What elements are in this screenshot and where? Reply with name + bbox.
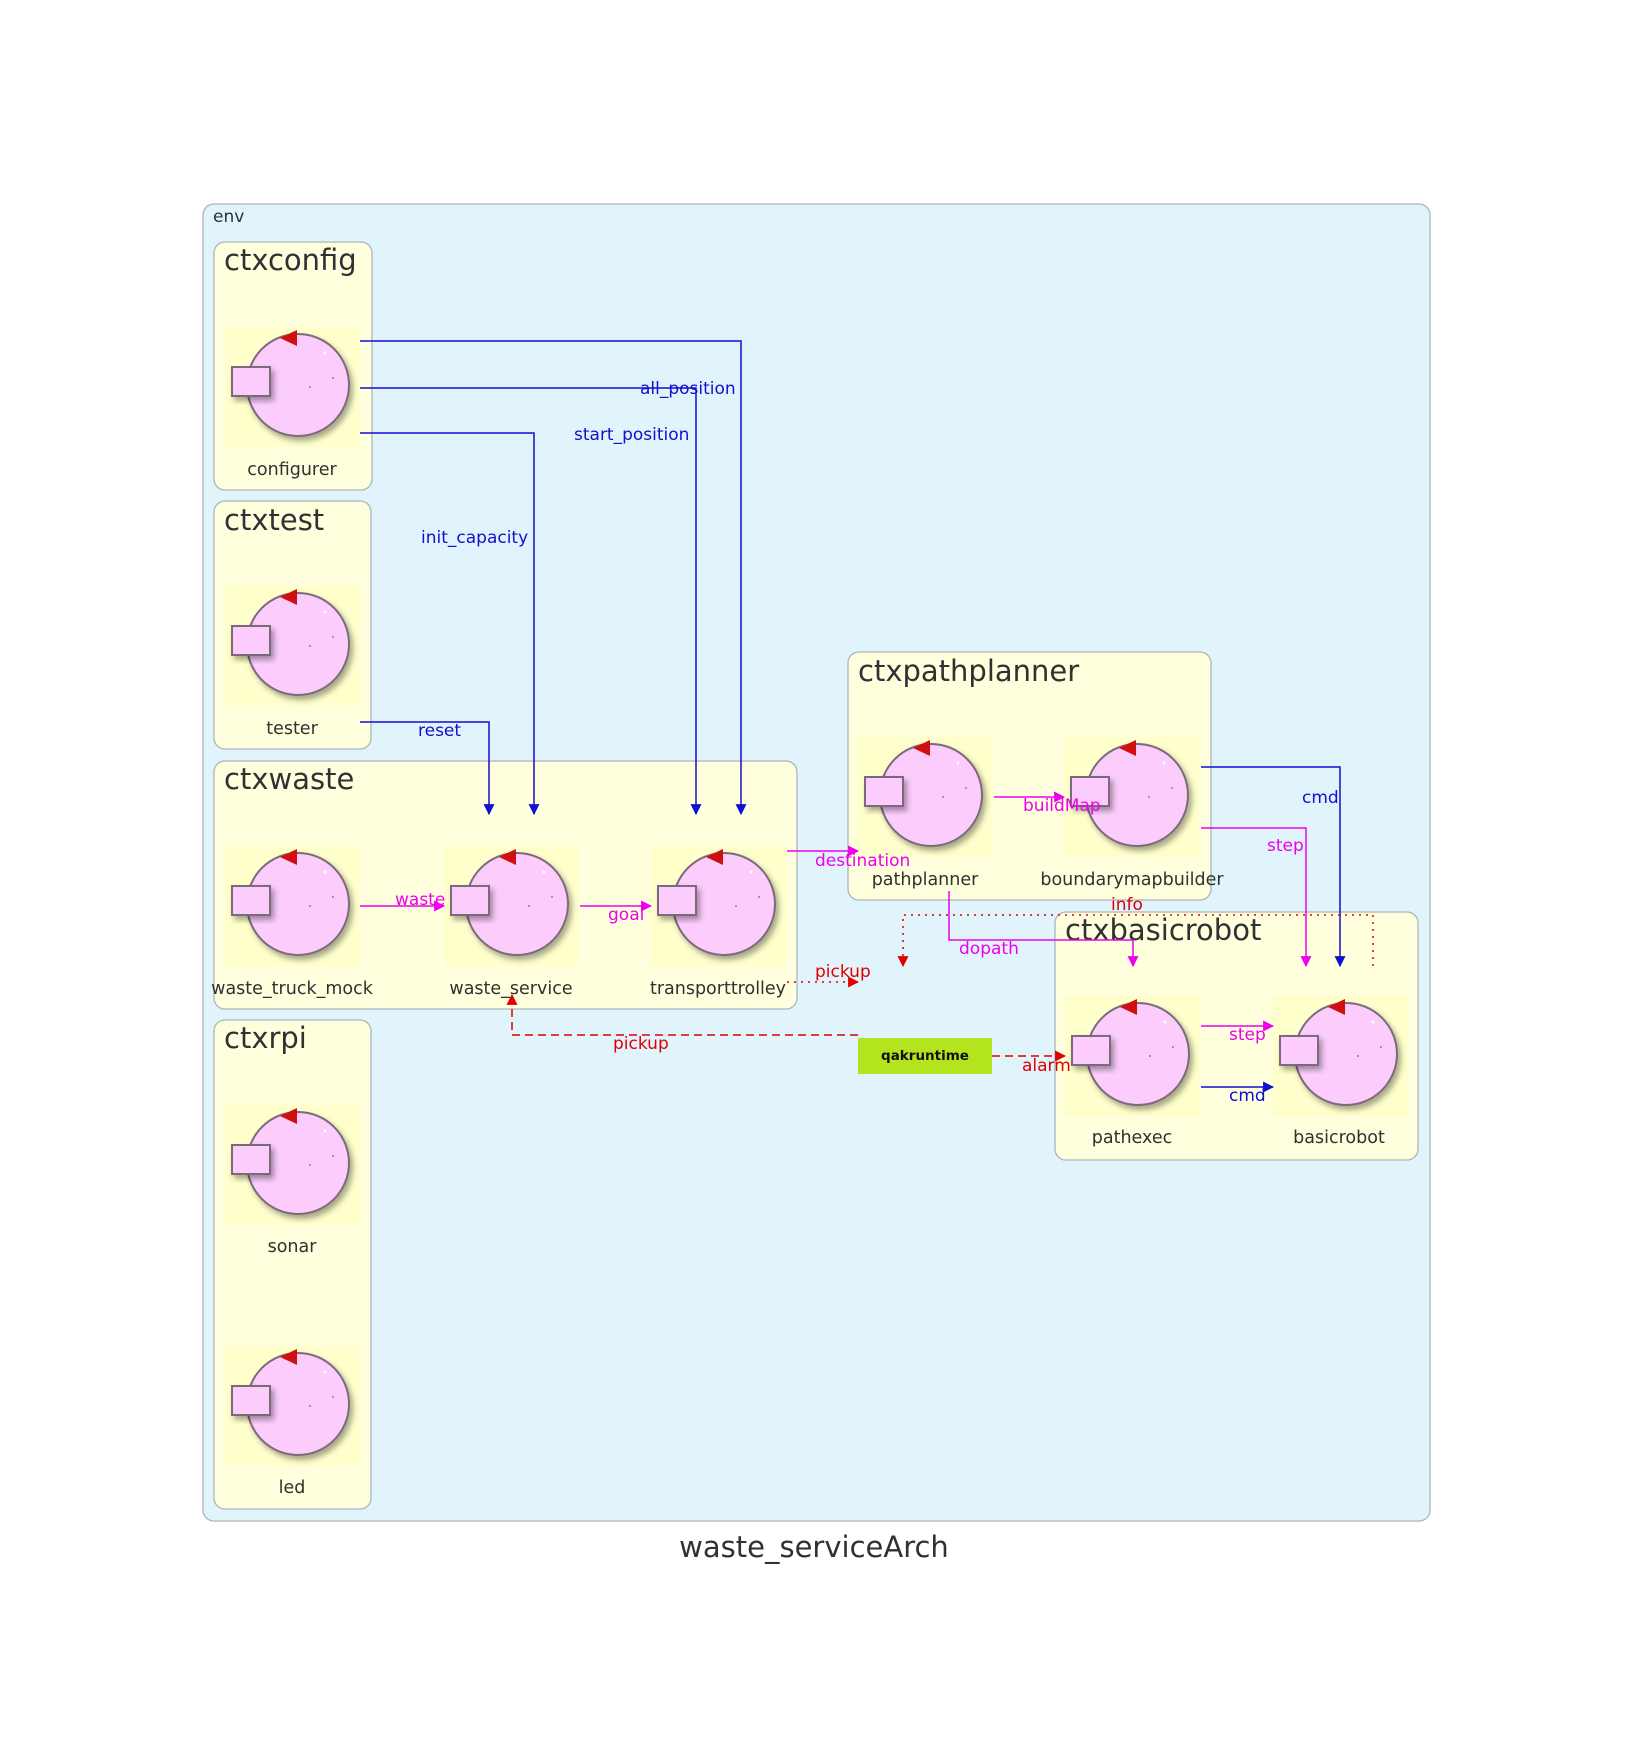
edge-cmd-bmb bbox=[1201, 766, 1346, 968]
actor-icon bbox=[651, 846, 786, 966]
actor-label: pathexec bbox=[1092, 1128, 1172, 1148]
actor-sonar: sonar bbox=[225, 1105, 360, 1257]
actor-label: boundarymapbuilder bbox=[1040, 870, 1224, 890]
qakruntime-label: qakruntime bbox=[881, 1048, 969, 1064]
ctxwaste-label: ctxwaste bbox=[224, 762, 354, 796]
edge-init-capacity bbox=[360, 432, 540, 816]
edge-step-bmb bbox=[1201, 827, 1312, 968]
edge-label-all-position: all_position bbox=[640, 379, 736, 399]
actor-label: pathplanner bbox=[872, 870, 979, 890]
actor-label: tester bbox=[266, 719, 318, 739]
edge-all-position bbox=[360, 340, 747, 816]
actor-icon bbox=[225, 1105, 360, 1225]
actor-icon bbox=[1065, 996, 1200, 1116]
ctxconfig-label: ctxconfig bbox=[224, 243, 357, 277]
actor-icon bbox=[444, 846, 579, 966]
actor-label: sonar bbox=[268, 1237, 318, 1257]
actor-pathplanner: pathplanner bbox=[858, 737, 993, 890]
actor-tester: tester bbox=[225, 586, 360, 739]
edge-label-pickup-tt: pickup bbox=[815, 962, 871, 982]
edge-start-position bbox=[360, 387, 702, 816]
diagram-title: waste_serviceArch bbox=[679, 1530, 949, 1564]
edge-label-cmd-pe: cmd bbox=[1229, 1086, 1266, 1106]
actor-waste-truck-mock: waste_truck_mock bbox=[211, 846, 374, 999]
edge-dopath bbox=[948, 891, 1139, 968]
edge-label-cmd-bmb: cmd bbox=[1302, 788, 1339, 808]
actor-icon bbox=[225, 586, 360, 706]
edge-label-destination: destination bbox=[815, 851, 910, 871]
edge-reset bbox=[360, 721, 495, 816]
edge-label-pickup-ws: pickup bbox=[613, 1034, 669, 1054]
edge-label-init-capacity: init_capacity bbox=[421, 528, 528, 548]
actor-label: basicrobot bbox=[1293, 1128, 1385, 1148]
edge-label-start-position: start_position bbox=[574, 425, 689, 445]
actor-icon bbox=[225, 846, 360, 966]
actor-label: led bbox=[279, 1478, 306, 1498]
edge-info bbox=[897, 914, 1374, 968]
ctxpathplanner-label: ctxpathplanner bbox=[858, 654, 1079, 688]
edge-label-info: info bbox=[1111, 895, 1143, 915]
edge-label-waste: waste bbox=[395, 890, 445, 910]
edge-label-reset: reset bbox=[418, 721, 461, 741]
actor-boundarymapbuilder: boundarymapbuilder bbox=[1040, 737, 1224, 890]
edge-label-buildmap: buildMap bbox=[1023, 796, 1101, 816]
actor-configurer: configurer bbox=[225, 327, 360, 480]
ctxbasicrobot-label: ctxbasicrobot bbox=[1065, 913, 1261, 947]
edge-label-dopath: dopath bbox=[959, 939, 1019, 959]
actor-waste-service: waste_service bbox=[444, 846, 579, 999]
actor-label: waste_truck_mock bbox=[211, 979, 374, 999]
actor-pathexec: pathexec bbox=[1065, 996, 1200, 1148]
qakruntime-node: qakruntime bbox=[858, 1038, 992, 1074]
edge-label-goal: goal bbox=[608, 905, 644, 925]
actor-label: waste_service bbox=[449, 979, 572, 999]
ctxtest-label: ctxtest bbox=[224, 503, 324, 537]
actor-icon bbox=[1273, 996, 1408, 1116]
env-label: env bbox=[213, 207, 244, 227]
edge-label-alarm: alarm bbox=[1022, 1056, 1071, 1076]
actor-icon bbox=[225, 327, 360, 447]
actor-led: led bbox=[225, 1346, 360, 1498]
actor-icon bbox=[858, 737, 993, 857]
actor-transporttrolley: transporttrolley bbox=[650, 846, 786, 999]
edge-label-step-pe: step bbox=[1229, 1025, 1266, 1045]
actor-basicrobot: basicrobot bbox=[1273, 996, 1408, 1148]
edge-label-step-bmb: step bbox=[1267, 836, 1304, 856]
actor-icon bbox=[225, 1346, 360, 1466]
edge-pickup-ws bbox=[506, 993, 858, 1036]
env-cluster: env bbox=[202, 203, 1431, 1522]
ctxrpi-label: ctxrpi bbox=[224, 1021, 307, 1055]
actor-label: transporttrolley bbox=[650, 979, 786, 999]
actor-label: configurer bbox=[247, 460, 337, 480]
